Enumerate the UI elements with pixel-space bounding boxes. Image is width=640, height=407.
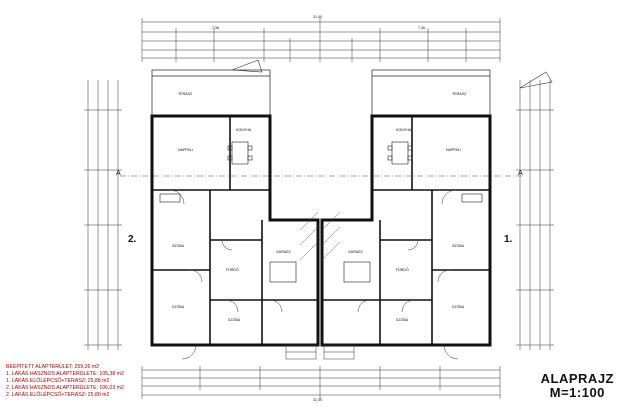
bottom-dimension-lines — [141, 366, 501, 399]
top-dimension-lines — [141, 18, 501, 62]
unit-number-1: 1. — [504, 234, 513, 245]
summary-line-built-area: BEÉPÍTETT ALAPTERÜLET: 259,26 m2 — [6, 364, 100, 370]
room-label-terrace-right: TERASZ — [452, 92, 467, 96]
summary-line-unit2-terrace: 2. LAKÁS ELŐLÉPCSŐ+TERASZ: 25,80 m2 — [6, 392, 110, 398]
section-mark-left: A — [116, 170, 121, 177]
building-walls — [150, 114, 492, 347]
room-label-room3-left: SZOBA — [228, 318, 241, 322]
summary-line-unit1-area: 1. LAKÁS HASZNOS ALAPTERÜLETE: 105,38 m2 — [6, 371, 124, 377]
interior-walls — [152, 116, 490, 345]
room-label-garage-left: GARÁZS — [276, 250, 291, 254]
room-label-garage-right: GARÁZS — [348, 250, 363, 254]
dimension-top-right: 7,36 — [418, 26, 425, 30]
drawing-scale: M=1:100 — [549, 385, 605, 400]
room-label-room1-right: SZOBA — [452, 244, 465, 248]
summary-line-unit1-terrace: 1. LAKÁS ELŐLÉPCSŐ+TERASZ: 25,88 m2 — [6, 378, 110, 384]
room-label-room2-left: SZOBA — [172, 305, 185, 309]
terraces — [151, 69, 491, 117]
room-label-room1-left: SZOBA — [172, 244, 185, 248]
room-label-living-right: NAPPALI — [446, 148, 461, 152]
room-label-room3-right: SZOBA — [396, 318, 409, 322]
summary-line-unit2-area: 2. LAKÁS HASZNOS ALAPTERÜLETE: 106,03 m2 — [6, 385, 124, 391]
section-mark-right: A — [518, 170, 523, 177]
area-summary: BEÉPÍTETT ALAPTERÜLET: 259,26 m2 1. LAKÁ… — [6, 364, 124, 399]
room-label-kitchen-right: KONYHA — [396, 128, 412, 132]
door-swings — [169, 189, 459, 360]
unit-number-2: 2. — [128, 234, 137, 245]
room-label-terrace-left: TERASZ — [178, 92, 193, 96]
north-arrows — [231, 59, 553, 89]
entrance-steps — [285, 344, 355, 360]
room-label-kitchen-left: KONYHA — [236, 128, 252, 132]
dimension-top-total: 31,40 — [313, 15, 322, 19]
room-label-room2-right: SZOBA — [452, 305, 465, 309]
hatched-area — [299, 211, 341, 261]
dimension-bottom-total: 31,40 — [313, 398, 322, 402]
room-label-living-left: NAPPALI — [178, 148, 193, 152]
drawing-title: ALAPRAJZ — [540, 371, 614, 386]
room-label-bath-left: FÜRDŐ — [226, 268, 239, 272]
room-label-bath-right: FÜRDŐ — [396, 268, 409, 272]
dimension-top-left: 7,36 — [212, 26, 219, 30]
side-dimension-lines — [84, 80, 554, 350]
drawing-title-block: ALAPRAJZ M=1:100 — [541, 372, 614, 400]
furniture — [159, 141, 483, 283]
